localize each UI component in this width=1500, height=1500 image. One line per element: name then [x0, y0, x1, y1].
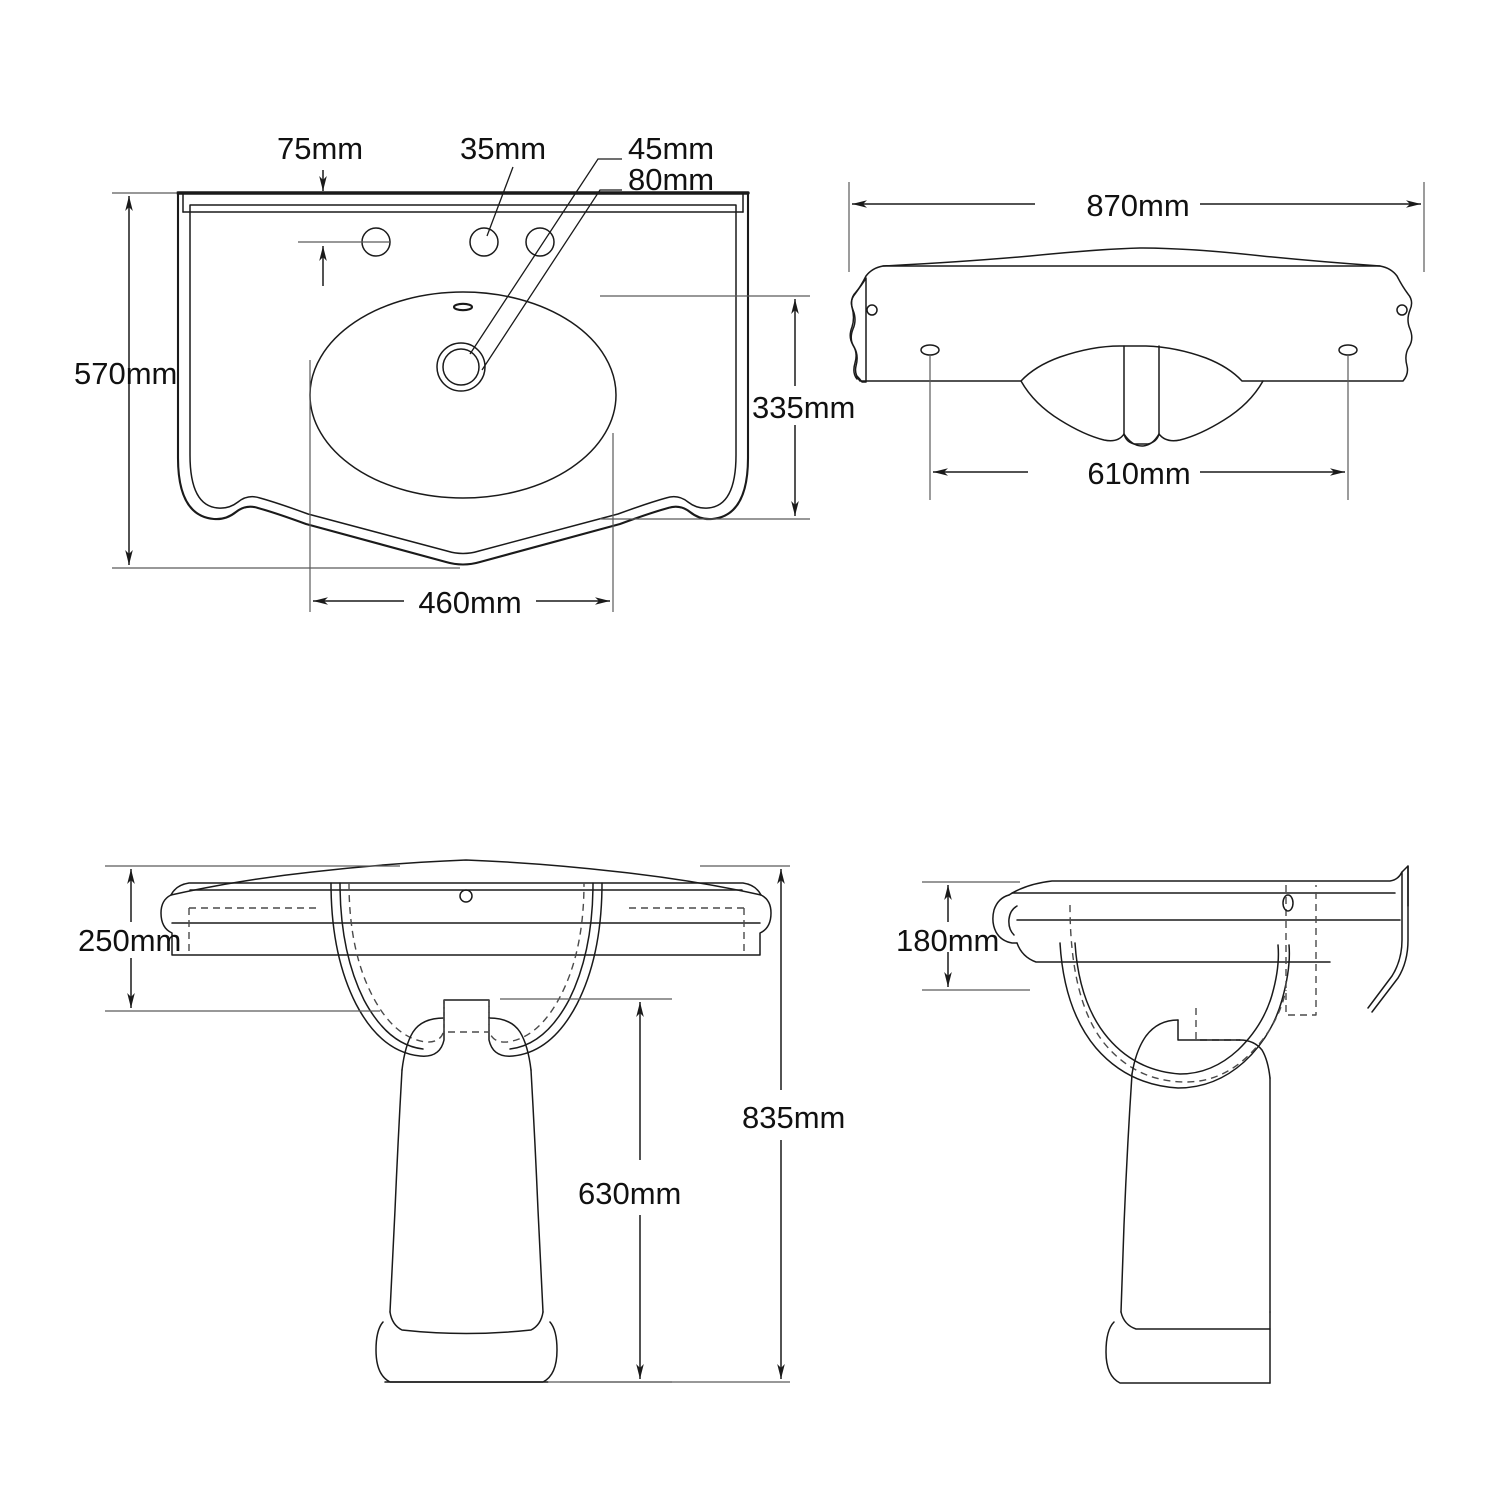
side-pedestal-notch: [1177, 1019, 1241, 1041]
front-pedestal-foot-base: [375, 1321, 558, 1383]
leader-80: [481, 189, 622, 371]
front-overflow-hole: [459, 889, 473, 903]
dim-label-80: 80mm: [628, 162, 714, 197]
side-pedestal-notch-hidden: [1195, 1008, 1240, 1041]
front-pedestal-notch-hidden: [443, 1000, 490, 1033]
side-bowl-underside: [1059, 942, 1291, 1089]
dim-label-45: 45mm: [628, 131, 714, 166]
dim-label-870: 870mm: [1086, 188, 1189, 223]
rear-top-crest: [882, 247, 1381, 267]
rear-upper-hole-right: [1396, 304, 1408, 316]
front-hidden-right-box: [624, 907, 745, 953]
side-front-nose: [992, 894, 1018, 944]
leader-45: [469, 158, 622, 355]
tap-hole-right: [525, 227, 555, 257]
side-waste-outlet: [1282, 894, 1294, 912]
front-pedestal-shoulder-left: [401, 1017, 445, 1071]
side-pedestal-foot-base: [1105, 1321, 1271, 1384]
side-rim-top-edge: [1008, 865, 1409, 907]
dim-label-335: 335mm: [752, 390, 855, 425]
rear-fixing-hole-left: [920, 344, 940, 356]
rear-fixing-hole-right: [1338, 344, 1358, 356]
dim-label-630: 630mm: [578, 1176, 681, 1211]
side-bowl-underside-2: [1074, 942, 1280, 1075]
basin-front-elevation: 250mm 630mm 835mm: [78, 859, 845, 1383]
leader-35: [486, 166, 514, 237]
dim-label-180: 180mm: [896, 923, 999, 958]
side-splashback: [1367, 871, 1403, 1009]
rear-pedestal-stem-base: [1123, 433, 1160, 447]
side-waste-hidden: [1285, 885, 1317, 1016]
side-splashback-outer: [1371, 865, 1409, 1013]
waste-outlet-inner-circle: [442, 348, 480, 386]
front-bowl-underside-outer: [330, 882, 603, 1057]
front-pedestal-column-right: [530, 1069, 544, 1313]
side-pedestal-foot-collar: [1120, 1311, 1271, 1330]
front-top-crest: [170, 859, 762, 896]
dim-label-460: 460mm: [418, 585, 521, 620]
tap-hole-centre: [469, 227, 499, 257]
basin-rear-view: 870mm 610mm: [848, 182, 1425, 500]
front-bowl-underside-hidden: [348, 882, 585, 1043]
waste-outlet-outer-circle: [436, 342, 486, 392]
front-bowl-underside-second: [339, 882, 424, 1050]
basin-top-view: 75mm 35mm 45mm 80mm 570mm 335mm: [74, 131, 855, 620]
overflow-slot: [452, 302, 474, 312]
basin-top-inner-offset: [189, 204, 737, 555]
side-rim-band-bottom: [1016, 942, 1331, 963]
front-bowl-underside-second-r: [509, 882, 594, 1050]
side-bowl-hidden: [1069, 904, 1287, 1083]
basin-top-outline: [176, 191, 750, 566]
side-pedestal-shoulder-right: [1239, 1039, 1271, 1079]
front-pedestal-foot-collar: [389, 1311, 544, 1335]
front-pedestal-shoulder-right: [488, 1017, 532, 1071]
dim-label-835: 835mm: [742, 1100, 845, 1135]
basin-side-elevation: 180mm: [896, 865, 1409, 1384]
dim-label-610: 610mm: [1087, 456, 1190, 491]
rear-upper-hole-left: [866, 304, 878, 316]
side-pedestal-col-left: [1120, 1073, 1133, 1313]
rear-body-silhouette: [850, 265, 1413, 382]
front-rim-block: [160, 894, 772, 956]
dim-label-250: 250mm: [78, 923, 181, 958]
side-front-nose-inner: [1008, 905, 1018, 936]
front-pedestal-column-left: [389, 1069, 403, 1313]
dim-label-35: 35mm: [460, 131, 546, 166]
basin-bowl-outline: [309, 291, 617, 499]
dim-label-570: 570mm: [74, 356, 177, 391]
front-rim-upper: [170, 882, 762, 896]
dim-label-75: 75mm: [277, 131, 363, 166]
rear-pedestal-recess: [1020, 380, 1264, 445]
side-pedestal-shoulder-left: [1131, 1019, 1179, 1075]
front-hidden-left-box: [188, 907, 318, 953]
